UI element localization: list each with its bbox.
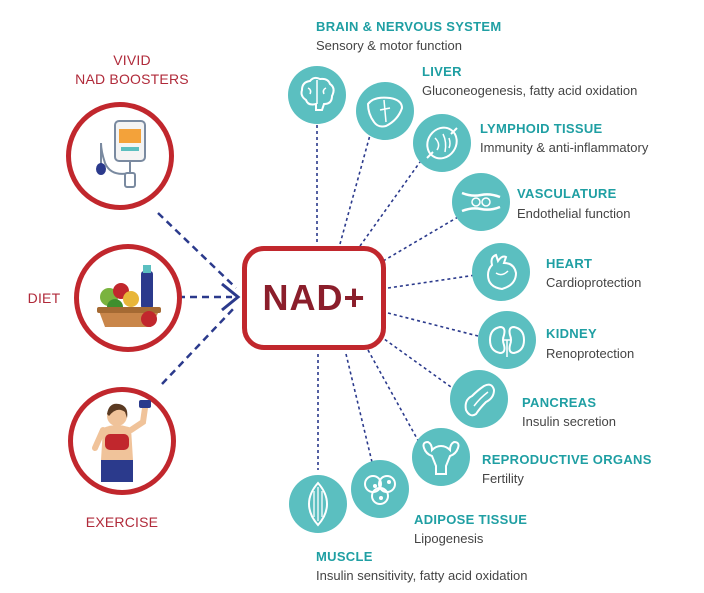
heart-desc: Cardioprotection <box>546 275 642 290</box>
brain-desc: Sensory & motor function <box>316 38 462 53</box>
nad-label: NAD+ <box>262 277 366 318</box>
muscle-circle <box>289 475 347 533</box>
brain-icon <box>300 76 335 111</box>
brain-title: BRAIN & NERVOUS SYSTEM <box>316 19 502 34</box>
heart-circle <box>472 243 530 301</box>
reproductive-circle <box>412 428 470 486</box>
muscle-title: MUSCLE <box>316 549 373 564</box>
pancreas-title: PANCREAS <box>522 395 597 410</box>
vivid-circle <box>66 102 174 210</box>
liver-title: LIVER <box>422 64 462 79</box>
reproductive-desc: Fertility <box>482 471 524 486</box>
connector-exercise-to-nad <box>161 305 237 385</box>
kidney-circle <box>478 311 536 369</box>
muscle-icon <box>307 481 329 527</box>
lymphoid-circle <box>413 114 471 172</box>
kidney-icon <box>488 325 526 357</box>
uterus-icon <box>422 440 460 475</box>
arrowhead-into-nad <box>221 282 241 312</box>
vivid-label-line2: NAD BOOSTERS <box>75 71 189 87</box>
exercise-circle <box>68 387 176 495</box>
vasculature-desc: Endothelial function <box>517 206 631 221</box>
vivid-label-line1: VIVID <box>113 52 151 68</box>
adipose-title: ADIPOSE TISSUE <box>414 512 528 527</box>
vivid-label: VIVID NAD BOOSTERS <box>52 52 212 87</box>
adipose-desc: Lipogenesis <box>414 531 484 546</box>
connector-nad-to-vasculature <box>377 216 459 265</box>
fat-cells-icon <box>364 475 396 505</box>
diet-label: DIET <box>27 290 61 306</box>
woman-lifting-dumbbell-icon <box>92 400 151 482</box>
muscle-desc: Insulin sensitivity, fatty acid oxidatio… <box>316 568 528 583</box>
heart-icon <box>486 253 518 291</box>
exercise-label: EXERCISE <box>85 514 159 530</box>
heart-title: HEART <box>546 256 593 271</box>
vasculature-circle <box>452 173 510 231</box>
diet-circle <box>74 244 182 352</box>
connector-nad-to-lymphoid <box>359 161 421 247</box>
food-basket-icon <box>97 265 161 327</box>
nad-center-box: NAD+ <box>242 246 386 350</box>
liver-icon <box>366 96 404 128</box>
lymphoid-title: LYMPHOID TISSUE <box>480 121 603 136</box>
connector-nad-to-heart <box>387 274 477 289</box>
adipose-circle <box>351 460 409 518</box>
lymphoid-desc: Immunity & anti-inflammatory <box>480 140 649 155</box>
connector-nad-to-adipose <box>345 353 373 463</box>
kidney-desc: Renoprotection <box>546 346 635 361</box>
kidney-title: KIDNEY <box>546 326 597 341</box>
pancreas-icon <box>464 383 496 417</box>
vasculature-title: VASCULATURE <box>517 186 617 201</box>
lymph-node-icon <box>426 126 458 160</box>
liver-desc: Gluconeogenesis, fatty acid oxidation <box>422 83 638 98</box>
pancreas-circle <box>450 370 508 428</box>
connector-nad-to-kidney <box>387 312 479 337</box>
blood-vessel-icon <box>461 191 501 213</box>
iv-bag-icon <box>96 120 146 188</box>
connector-vivid-to-nad <box>157 212 237 289</box>
pancreas-desc: Insulin secretion <box>522 414 616 429</box>
reproductive-title: REPRODUCTIVE ORGANS <box>482 452 652 467</box>
connector-nad-to-pancreas <box>379 335 459 393</box>
connector-nad-to-liver <box>339 134 371 245</box>
liver-circle <box>356 82 414 140</box>
brain-circle <box>288 66 346 124</box>
